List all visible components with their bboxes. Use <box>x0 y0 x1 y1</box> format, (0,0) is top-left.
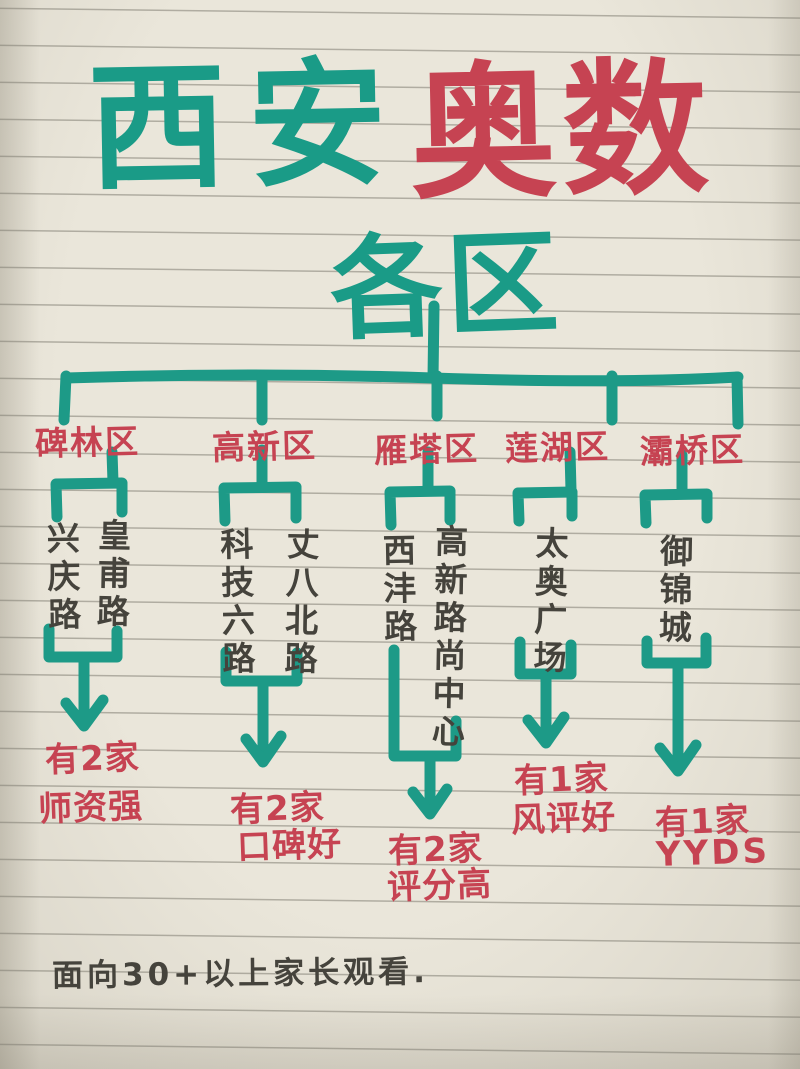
location-taiao-plaza: 太奥广场 <box>527 525 570 679</box>
district-label-yanta: 雁塔区 <box>373 428 480 471</box>
district-label-lianhu: 莲湖区 <box>504 426 611 469</box>
split-bracket-connectors <box>50 477 713 531</box>
note-quality-yanta: 评分高 <box>386 864 493 908</box>
location-kejiliulu: 科技六路 <box>214 526 257 680</box>
district-label-beilin: 碑林区 <box>34 421 141 464</box>
location-zhangbabeilu: 丈八北路 <box>278 526 321 680</box>
district-label-gaoxin: 高新区 <box>211 425 318 468</box>
district-label-baqiao: 灞桥区 <box>639 429 746 472</box>
location-gaoxinlu-shangzhongxin: 高新路尚中心 <box>426 523 469 753</box>
location-xifenglu: 西沣路 <box>377 532 418 648</box>
district-stub-connectors <box>106 444 688 498</box>
location-yujincheng: 御锦城 <box>653 533 694 649</box>
merge-arrow-connectors <box>43 623 712 820</box>
location-xingqinglu: 兴庆路 <box>41 520 82 636</box>
note-quality-lianhu: 风评好 <box>510 797 617 841</box>
note-quality-baqiao: YYDS <box>655 831 771 875</box>
note-quality-beilin: 师资强 <box>37 786 144 830</box>
note-count-beilin: 有2家 <box>44 737 141 781</box>
location-huangfulu: 皇甫路 <box>91 517 132 633</box>
trunk-connector <box>58 300 744 430</box>
note-quality-gaoxin: 口碑好 <box>236 824 343 868</box>
audience-note: 面向30+以上家长观看. <box>51 954 430 994</box>
